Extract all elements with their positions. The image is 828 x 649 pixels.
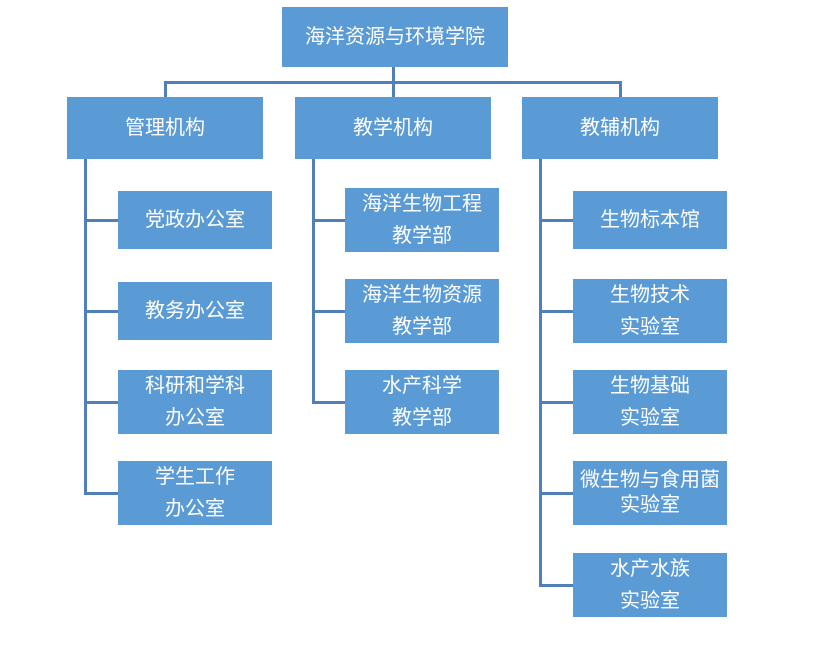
- node-label: 科研和学科办公室: [145, 375, 245, 429]
- node-label: 教辅机构: [580, 116, 660, 139]
- child-node-1-2: 水产科学教学部: [345, 370, 499, 434]
- branch-node-1: 教学机构: [295, 97, 491, 159]
- connector-stub: [84, 310, 118, 313]
- connector-stub: [312, 219, 345, 222]
- child-node-0-1: 教务办公室: [118, 282, 272, 340]
- connector-stub: [539, 401, 573, 404]
- connector-branch-drop: [619, 81, 622, 97]
- child-node-2-3: 微生物与食用菌实验室: [573, 461, 727, 525]
- node-label: 党政办公室: [145, 208, 245, 231]
- child-node-1-0: 海洋生物工程教学部: [345, 188, 499, 252]
- connector-stub: [84, 401, 118, 404]
- connector-root-drop: [392, 67, 395, 84]
- node-label: 水产水族实验室: [610, 558, 690, 612]
- connector-stub: [539, 492, 573, 495]
- child-node-2-2: 生物基础实验室: [573, 370, 727, 434]
- node-label: 生物基础实验室: [610, 375, 690, 429]
- connector-stub: [84, 219, 118, 222]
- connector-stub: [539, 310, 573, 313]
- connector-branch-drop: [392, 81, 395, 97]
- child-node-2-4: 水产水族实验室: [573, 553, 727, 617]
- connector-stub: [312, 401, 345, 404]
- node-label: 微生物与食用菌实验室: [580, 469, 720, 516]
- node-label: 海洋生物资源教学部: [362, 284, 482, 338]
- child-node-0-3: 学生工作办公室: [118, 461, 272, 525]
- connector-trunk: [84, 159, 87, 495]
- child-node-2-1: 生物技术实验室: [573, 279, 727, 343]
- org-chart-root-node: 海洋资源与环境学院: [282, 7, 508, 67]
- child-node-1-1: 海洋生物资源教学部: [345, 279, 499, 343]
- branch-node-0: 管理机构: [67, 97, 263, 159]
- child-node-0-0: 党政办公室: [118, 191, 272, 249]
- node-label: 教学机构: [353, 116, 433, 139]
- branch-node-2: 教辅机构: [522, 97, 718, 159]
- connector-stub: [539, 219, 573, 222]
- node-label: 学生工作办公室: [155, 466, 235, 520]
- child-node-2-0: 生物标本馆: [573, 191, 727, 249]
- node-label: 海洋生物工程教学部: [362, 193, 482, 247]
- connector-stub: [539, 584, 573, 587]
- connector-stub: [312, 310, 345, 313]
- connector-branch-drop: [164, 81, 167, 97]
- node-label: 生物技术实验室: [610, 284, 690, 338]
- child-node-0-2: 科研和学科办公室: [118, 370, 272, 434]
- node-label: 教务办公室: [145, 299, 245, 322]
- connector-trunk: [539, 159, 542, 587]
- node-label: 水产科学教学部: [382, 375, 462, 429]
- connector-trunk: [312, 159, 315, 404]
- node-label: 管理机构: [125, 116, 205, 139]
- connector-stub: [84, 492, 118, 495]
- node-label: 生物标本馆: [600, 208, 700, 231]
